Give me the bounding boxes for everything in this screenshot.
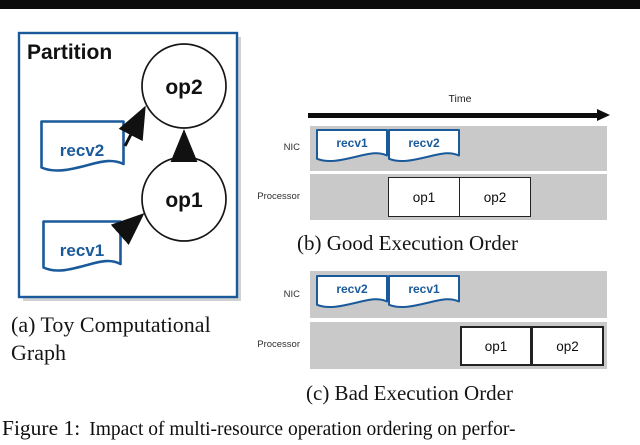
arrow-recv1-to-op1 <box>110 213 145 245</box>
panel-b-nic-doc-1 <box>316 129 388 162</box>
doc-recv1-shape <box>42 220 122 272</box>
panel-c-nic-doc-1 <box>316 275 388 308</box>
caption-panel-a: (a) Toy Computational Graph <box>11 311 211 367</box>
node-op2-label: op2 <box>165 76 202 99</box>
panel-b-processor-label: Processor <box>257 191 300 202</box>
figure-caption: Figure 1: Impact of multi-resource operat… <box>2 416 516 441</box>
panel-c-op1-box: op1 <box>460 326 532 366</box>
panel-b-op1-box: op1 <box>388 177 460 217</box>
panel-b-nic-doc-2 <box>388 129 460 162</box>
doc-recv2: recv2 <box>40 120 125 172</box>
node-op2 <box>141 43 227 129</box>
time-axis-arrowhead <box>597 109 610 121</box>
doc-recv2-label: recv2 <box>60 141 104 160</box>
page-top-rule <box>0 0 640 9</box>
panel-b-nic-doc-1-label: recv1 <box>336 136 368 150</box>
panel-b-nic-doc-2-label: recv2 <box>408 136 440 150</box>
time-axis-line <box>308 113 597 118</box>
panel-c-nic-doc-2-label: recv1 <box>408 282 440 296</box>
panel-c-nic-doc-2 <box>388 275 460 308</box>
panel-b-op2-box: op2 <box>459 177 531 217</box>
doc-recv1: recv1 <box>42 220 122 272</box>
time-axis-label: Time <box>448 93 472 105</box>
panel-c-processor-label: Processor <box>257 339 300 350</box>
caption-panel-c: (c) Bad Execution Order <box>306 381 513 405</box>
arrow-recv2-to-op2 <box>118 105 146 147</box>
caption-a-line1: (a) Toy Computational <box>11 312 211 337</box>
figure-caption-text: Impact of multi-resource operation order… <box>89 419 516 440</box>
node-op1-label: op1 <box>165 189 203 212</box>
doc-recv1-label: recv1 <box>60 241 104 260</box>
panel-c-nic-label: NIC <box>283 289 300 300</box>
computational-graph-panel: Partition op2 op1 recv2 recv1 <box>17 31 241 301</box>
caption-a-line2: Graph <box>11 340 66 365</box>
caption-panel-b: (b) Good Execution Order <box>297 231 519 255</box>
panel-c-nic-doc-1-label: recv2 <box>336 282 368 296</box>
doc-recv2-shape <box>40 120 125 172</box>
partition-label: Partition <box>27 41 112 64</box>
panel-b-nic-label: NIC <box>283 142 300 153</box>
panel-c-op2-box: op2 <box>531 326 604 366</box>
figure-caption-prefix: Figure 1: <box>2 416 81 440</box>
